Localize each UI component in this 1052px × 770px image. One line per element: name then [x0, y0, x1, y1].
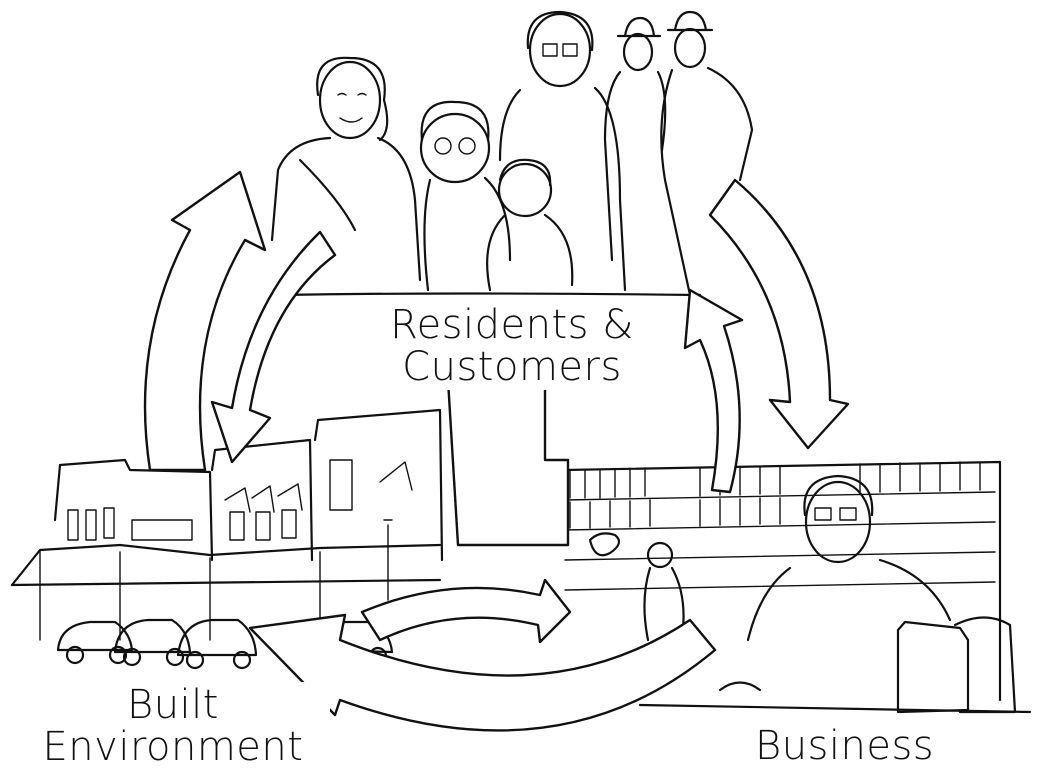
grandmother-figure: [498, 10, 627, 292]
residents-label-line2: Customers: [402, 344, 622, 390]
residents-customers-label: Residents & Customers: [372, 305, 652, 387]
residents-illustration: [270, 10, 754, 297]
awning-windows: [224, 483, 303, 541]
older-woman-figure: [419, 100, 512, 292]
built-label-backdrop: [20, 682, 330, 763]
residents-label-line1: Residents &: [390, 302, 634, 348]
shelf-goods: [569, 461, 981, 529]
arrow-business-to-residents: [683, 288, 744, 494]
arrow-residents-to-business: [708, 178, 850, 450]
arrow-business-to-built: [248, 613, 717, 732]
child-figure: [486, 158, 574, 292]
residents-label-backdrop: [365, 300, 655, 390]
clerk-figure: [746, 474, 952, 642]
built-environment-label: Built Environment: [18, 685, 328, 767]
built-label-line1: Built: [127, 682, 219, 728]
built-label-line2: Environment: [42, 724, 304, 770]
arrow-built-to-residents: [143, 170, 267, 472]
built-environment-illustration: [10, 408, 444, 670]
woman-figure: [270, 56, 422, 282]
arrow-residents-down: [446, 378, 570, 547]
arrow-residents-to-built: [210, 230, 337, 464]
arrow-built-to-business: [360, 578, 572, 644]
business-label-backdrop: [748, 722, 948, 763]
business-label: Business: [755, 723, 935, 769]
couple-figure: [603, 10, 754, 297]
